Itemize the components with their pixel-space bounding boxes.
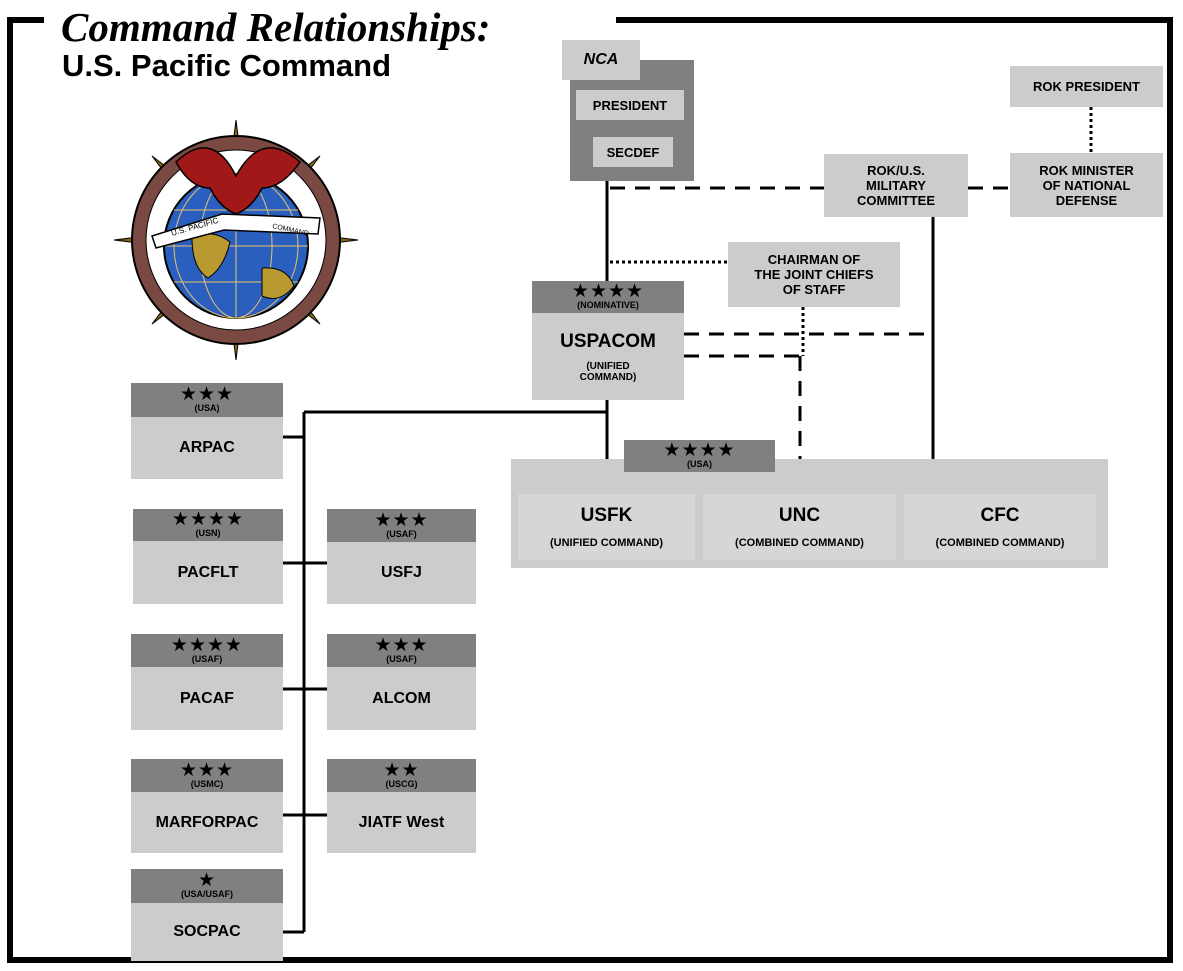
- minister-line-1: ROK MINISTER: [1039, 162, 1134, 178]
- pacaf-stars: ★★★★: [170, 634, 244, 656]
- rok-president-box: ROK PRESIDENT: [1010, 66, 1163, 107]
- committee-line-2: MILITARY: [866, 178, 926, 193]
- cjcs-box: CHAIRMAN OF THE JOINT CHIEFS OF STAFF: [728, 242, 900, 307]
- uspacom-box: USPACOM (UNIFIED COMMAND): [532, 313, 684, 400]
- arpac-service: (USA): [194, 403, 220, 413]
- uspacom-stars: ★★★★: [571, 281, 645, 302]
- jiatf-west-rank-header: ★★ (USCG): [327, 759, 476, 792]
- uspacom-type-1: (UNIFIED: [586, 360, 630, 372]
- usfj-service: (USAF): [386, 528, 417, 539]
- pacaf-name: PACAF: [180, 689, 234, 707]
- marforpac-name: MARFORPAC: [155, 813, 259, 831]
- uspacom-type-2: COMMAND): [579, 371, 637, 383]
- pacaf-rank-header: ★★★★ (USAF): [131, 634, 283, 667]
- pacflt-service: (USN): [195, 528, 221, 538]
- cjcs-line-2: THE JOINT CHIEFS: [754, 267, 874, 282]
- unc-name: UNC: [778, 505, 821, 526]
- committee-line-1: ROK/U.S.: [867, 163, 925, 178]
- committee-line-3: COMMITTEE: [857, 193, 935, 208]
- president-box: PRESIDENT: [576, 90, 684, 120]
- marforpac-service: (USMC): [190, 778, 224, 789]
- minister-line-3: DEFENSE: [1055, 192, 1118, 208]
- alcom-stars: ★★★: [374, 634, 429, 656]
- jiatf-west-name: JIATF West: [358, 813, 445, 831]
- eagle-icon: [175, 147, 301, 215]
- pacific-command-emblem: U.S. PACIFIC COMMAND: [113, 119, 359, 361]
- unc-type: (COMBINED COMMAND): [735, 537, 864, 549]
- minister-line-2: OF NATIONAL: [1042, 177, 1131, 193]
- usfj-rank-header: ★★★ (USAF): [327, 509, 476, 542]
- pacflt-stars: ★★★★: [171, 509, 245, 530]
- pacflt-rank-header: ★★★★ (USN): [133, 509, 283, 541]
- alcom-service: (USAF): [386, 653, 417, 664]
- page-subtitle: U.S. Pacific Command: [62, 48, 392, 83]
- unc-box: UNC (COMBINED COMMAND): [703, 494, 896, 560]
- cfc-type: (COMBINED COMMAND): [935, 537, 1065, 549]
- rok-us-military-committee-box: ROK/U.S. MILITARY COMMITTEE: [824, 154, 968, 217]
- marforpac-stars: ★★★: [179, 759, 235, 781]
- cjcs-line-1: CHAIRMAN OF: [767, 252, 861, 267]
- alcom-rank-header: ★★★ (USAF): [327, 634, 476, 667]
- secdef-box: SECDEF: [593, 137, 673, 167]
- socpac-stars: ★: [197, 870, 217, 891]
- uspacom-name: USPACOM: [560, 330, 656, 352]
- rok-president-label: ROK PRESIDENT: [1033, 79, 1140, 94]
- usfj-box: USFJ: [327, 542, 476, 604]
- cfc-box: CFC (COMBINED COMMAND): [904, 494, 1096, 560]
- pacaf-box: PACAF: [131, 667, 283, 730]
- usfj-stars: ★★★: [374, 509, 429, 531]
- jiatf-west-box: JIATF West: [327, 792, 476, 853]
- uspacom-service: (NOMINATIVE): [577, 300, 639, 310]
- usfk-box: USFK (UNIFIED COMMAND): [518, 494, 695, 560]
- socpac-name: SOCPAC: [173, 923, 241, 940]
- marforpac-rank-header: ★★★ (USMC): [131, 759, 283, 792]
- usfk-type: (UNIFIED COMMAND): [549, 537, 664, 549]
- page-title: Command Relationships:: [61, 4, 491, 50]
- usfk-name: USFK: [580, 505, 633, 526]
- socpac-box: SOCPAC: [131, 903, 283, 961]
- secdef-label: SECDEF: [606, 144, 660, 160]
- rok-minister-box: ROK MINISTER OF NATIONAL DEFENSE: [1010, 153, 1163, 217]
- arpac-stars: ★★★: [179, 384, 235, 405]
- banner-icon: [151, 213, 321, 249]
- jiatf-west-service: (USCG): [385, 778, 418, 789]
- president-label: PRESIDENT: [592, 97, 668, 113]
- socpac-service: (USA/USAF): [181, 889, 233, 899]
- arpac-box: ARPAC: [131, 417, 283, 479]
- marforpac-box: MARFORPAC: [131, 792, 283, 853]
- nca-label: NCA: [583, 51, 619, 68]
- arpac-rank-header: ★★★ (USA): [131, 383, 283, 417]
- pacflt-name: PACFLT: [177, 563, 239, 581]
- pacflt-box: PACFLT: [133, 541, 283, 604]
- korea-rank-header: ★★★★ (USA): [624, 440, 775, 472]
- alcom-name: ALCOM: [372, 689, 431, 707]
- pacaf-service: (USAF): [191, 653, 223, 664]
- title-mask: [44, 4, 616, 34]
- jiatf-west-stars: ★★: [383, 759, 420, 781]
- korea-stars: ★★★★: [663, 440, 736, 461]
- socpac-rank-header: ★ (USA/USAF): [131, 869, 283, 903]
- korea-service: (USA): [687, 459, 712, 469]
- cjcs-line-3: OF STAFF: [782, 282, 846, 297]
- usfj-name: USFJ: [381, 564, 422, 581]
- arpac-name: ARPAC: [179, 439, 235, 456]
- cfc-name: CFC: [980, 505, 1020, 526]
- uspacom-rank-header: ★★★★ (NOMINATIVE): [532, 281, 684, 313]
- alcom-box: ALCOM: [327, 667, 476, 730]
- nca-label-box: NCA: [562, 40, 640, 80]
